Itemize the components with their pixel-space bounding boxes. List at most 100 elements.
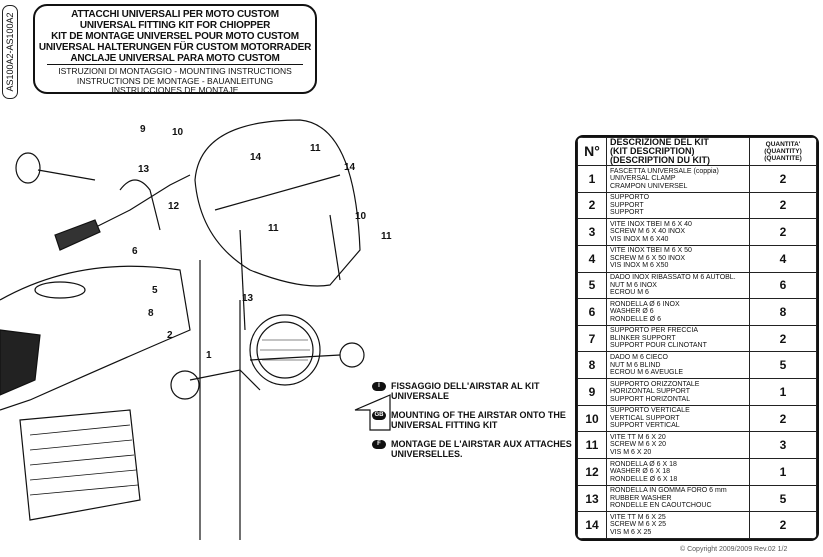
legend-text: FISSAGGIO DELL'AIRSTAR AL KIT UNIVERSALE <box>391 381 540 401</box>
desc-line: SCREW M 6 X 25 <box>610 521 667 529</box>
desc-line: SUPPORT HORIZONTAL <box>610 395 691 403</box>
fork-and-engine-drawing <box>19 260 365 540</box>
row-quantity: 2 <box>749 324 817 353</box>
desc-line: VIS INOX M 6 X40 <box>610 235 669 243</box>
callout-6: 6 <box>132 246 138 257</box>
desc-line: FASCETTA UNIVERSALE (coppia) <box>610 167 719 175</box>
desc-line: HORIZONTAL SUPPORT <box>610 388 690 396</box>
title-it: ATTACCHI UNIVERSALI PER MOTO CUSTOM <box>71 9 279 20</box>
row-quantity: 2 <box>749 511 817 539</box>
callout-14: 14 <box>250 152 262 163</box>
mounting-legend: I FISSAGGIO DELL'AIRSTAR AL KIT UNIVERSAL… <box>372 381 577 468</box>
arrow-icon <box>354 394 391 431</box>
header-desc-line: (KIT DESCRIPTION) <box>610 146 695 156</box>
row-quantity: 2 <box>749 218 817 246</box>
row-number: 6 <box>577 298 607 326</box>
flag-icon-f: F <box>372 440 386 449</box>
desc-line: NUT M 6 INOX <box>610 281 657 289</box>
row-quantity: 2 <box>749 165 817 193</box>
motorcycle-diagram: 9 10 13 14 11 14 10 11 12 6 11 13 5 8 2 … <box>0 119 392 540</box>
row-number: 12 <box>577 458 607 486</box>
desc-line: DADO INOX RIBASSATO M 6 AUTOBL. <box>610 274 736 282</box>
header-qty-line: (QUANTITY) <box>764 148 802 155</box>
desc-line: RONDELLA Ø 6 INOX <box>610 300 680 308</box>
desc-line: SUPPORTO VERTICALE <box>610 407 690 415</box>
desc-line: WASHER Ø 6 X 18 <box>610 468 671 476</box>
header-quantity: QUANTITA'(QUANTITY)(QUANTITE) <box>749 137 817 166</box>
flag-icon-it: I <box>372 382 386 391</box>
callout-13: 13 <box>138 164 150 175</box>
row-quantity: 1 <box>749 458 817 486</box>
part-code: AS100A2-AS100A2 <box>2 5 18 99</box>
row-number: 1 <box>577 165 607 193</box>
row-number: 5 <box>577 271 607 300</box>
desc-line: SUPPORT <box>610 209 644 217</box>
desc-line: VITE INOX TBEI M 6 X 40 <box>610 220 692 228</box>
row-number: 11 <box>577 431 607 460</box>
row-number: 7 <box>577 324 607 353</box>
legend-text: MONTAGE DE L'AIRSTAR AUX ATTACHES UNIVER… <box>391 439 572 459</box>
row-description: FASCETTA UNIVERSALE (coppia)UNIVERSAL CL… <box>606 165 750 193</box>
headlight-drawing <box>249 314 321 386</box>
row-quantity: 8 <box>749 298 817 326</box>
desc-line: SUPPORT POUR CLINOTANT <box>610 342 707 350</box>
header-qty-line: (QUANTITE) <box>764 155 802 162</box>
row-description: DADO INOX RIBASSATO M 6 AUTOBL.NUT M 6 I… <box>606 271 750 300</box>
desc-line: SCREW M 6 X 20 <box>610 441 667 449</box>
subtitle-2: INSTRUCTIONS DE MONTAGE - BAUANLEITUNG <box>76 75 274 86</box>
header-qty-line: QUANTITA' <box>765 141 801 148</box>
row-quantity: 2 <box>749 404 817 433</box>
desc-line: DADO M 6 CIECO <box>610 354 668 362</box>
windscreen-drawing <box>194 119 361 331</box>
fuel-tank-drawing <box>0 265 191 411</box>
mirror-icon <box>15 152 96 184</box>
title-en: UNIVERSAL FITTING KIT FOR CHIOPPER <box>79 20 271 31</box>
row-number: 4 <box>577 244 607 273</box>
subtitle-1: ISTRUZIONI DI MONTAGGIO - MOUNTING INSTR… <box>58 66 292 76</box>
legend-text: MOUNTING OF THE AIRSTAR ONTO THE UNIVERS… <box>391 410 566 430</box>
row-quantity: 5 <box>749 484 817 513</box>
desc-line: SUPPORT <box>610 201 644 209</box>
row-number: 10 <box>577 404 607 433</box>
callout-13b: 13 <box>242 293 254 304</box>
copyright: © Copyright 2009/2009 Rev.02 1/2 <box>680 546 788 553</box>
header-desc-line: (DESCRIPTION DU KIT) <box>610 155 710 165</box>
desc-line: ECROU M 6 <box>610 289 649 297</box>
header-number: N° <box>577 137 607 166</box>
callout-11b: 11 <box>268 223 279 234</box>
desc-line: RONDELLA IN GOMMA FORO 6 mm <box>610 487 727 495</box>
row-quantity: 4 <box>749 244 817 273</box>
row-number: 13 <box>577 484 607 513</box>
header-desc-line: DESCRIZIONE DEL KIT <box>610 137 709 147</box>
flag-icon-gb: GB <box>372 411 386 420</box>
callout-1: 1 <box>206 350 212 361</box>
desc-line: SCREW M 6 X 40 INOX <box>610 228 686 236</box>
desc-line: SUPPORTO PER FRECCIA <box>610 327 699 335</box>
desc-line: RONDELLE EN CAOUTCHOUC <box>610 502 712 510</box>
row-number: 8 <box>577 351 607 380</box>
desc-line: VIS M 6 X 20 <box>610 448 652 456</box>
desc-line: RONDELLE Ø 6 <box>610 315 661 323</box>
desc-line: RONDELLE Ø 6 X 18 <box>610 475 678 483</box>
row-number: 14 <box>577 511 607 539</box>
table-row: 5 DADO INOX RIBASSATO M 6 AUTOBL.NUT M 6… <box>577 271 817 300</box>
table-header: N° DESCRIZIONE DEL KIT(KIT DESCRIPTION)(… <box>577 137 817 166</box>
desc-line: VITE TT M 6 X 25 <box>610 513 666 521</box>
